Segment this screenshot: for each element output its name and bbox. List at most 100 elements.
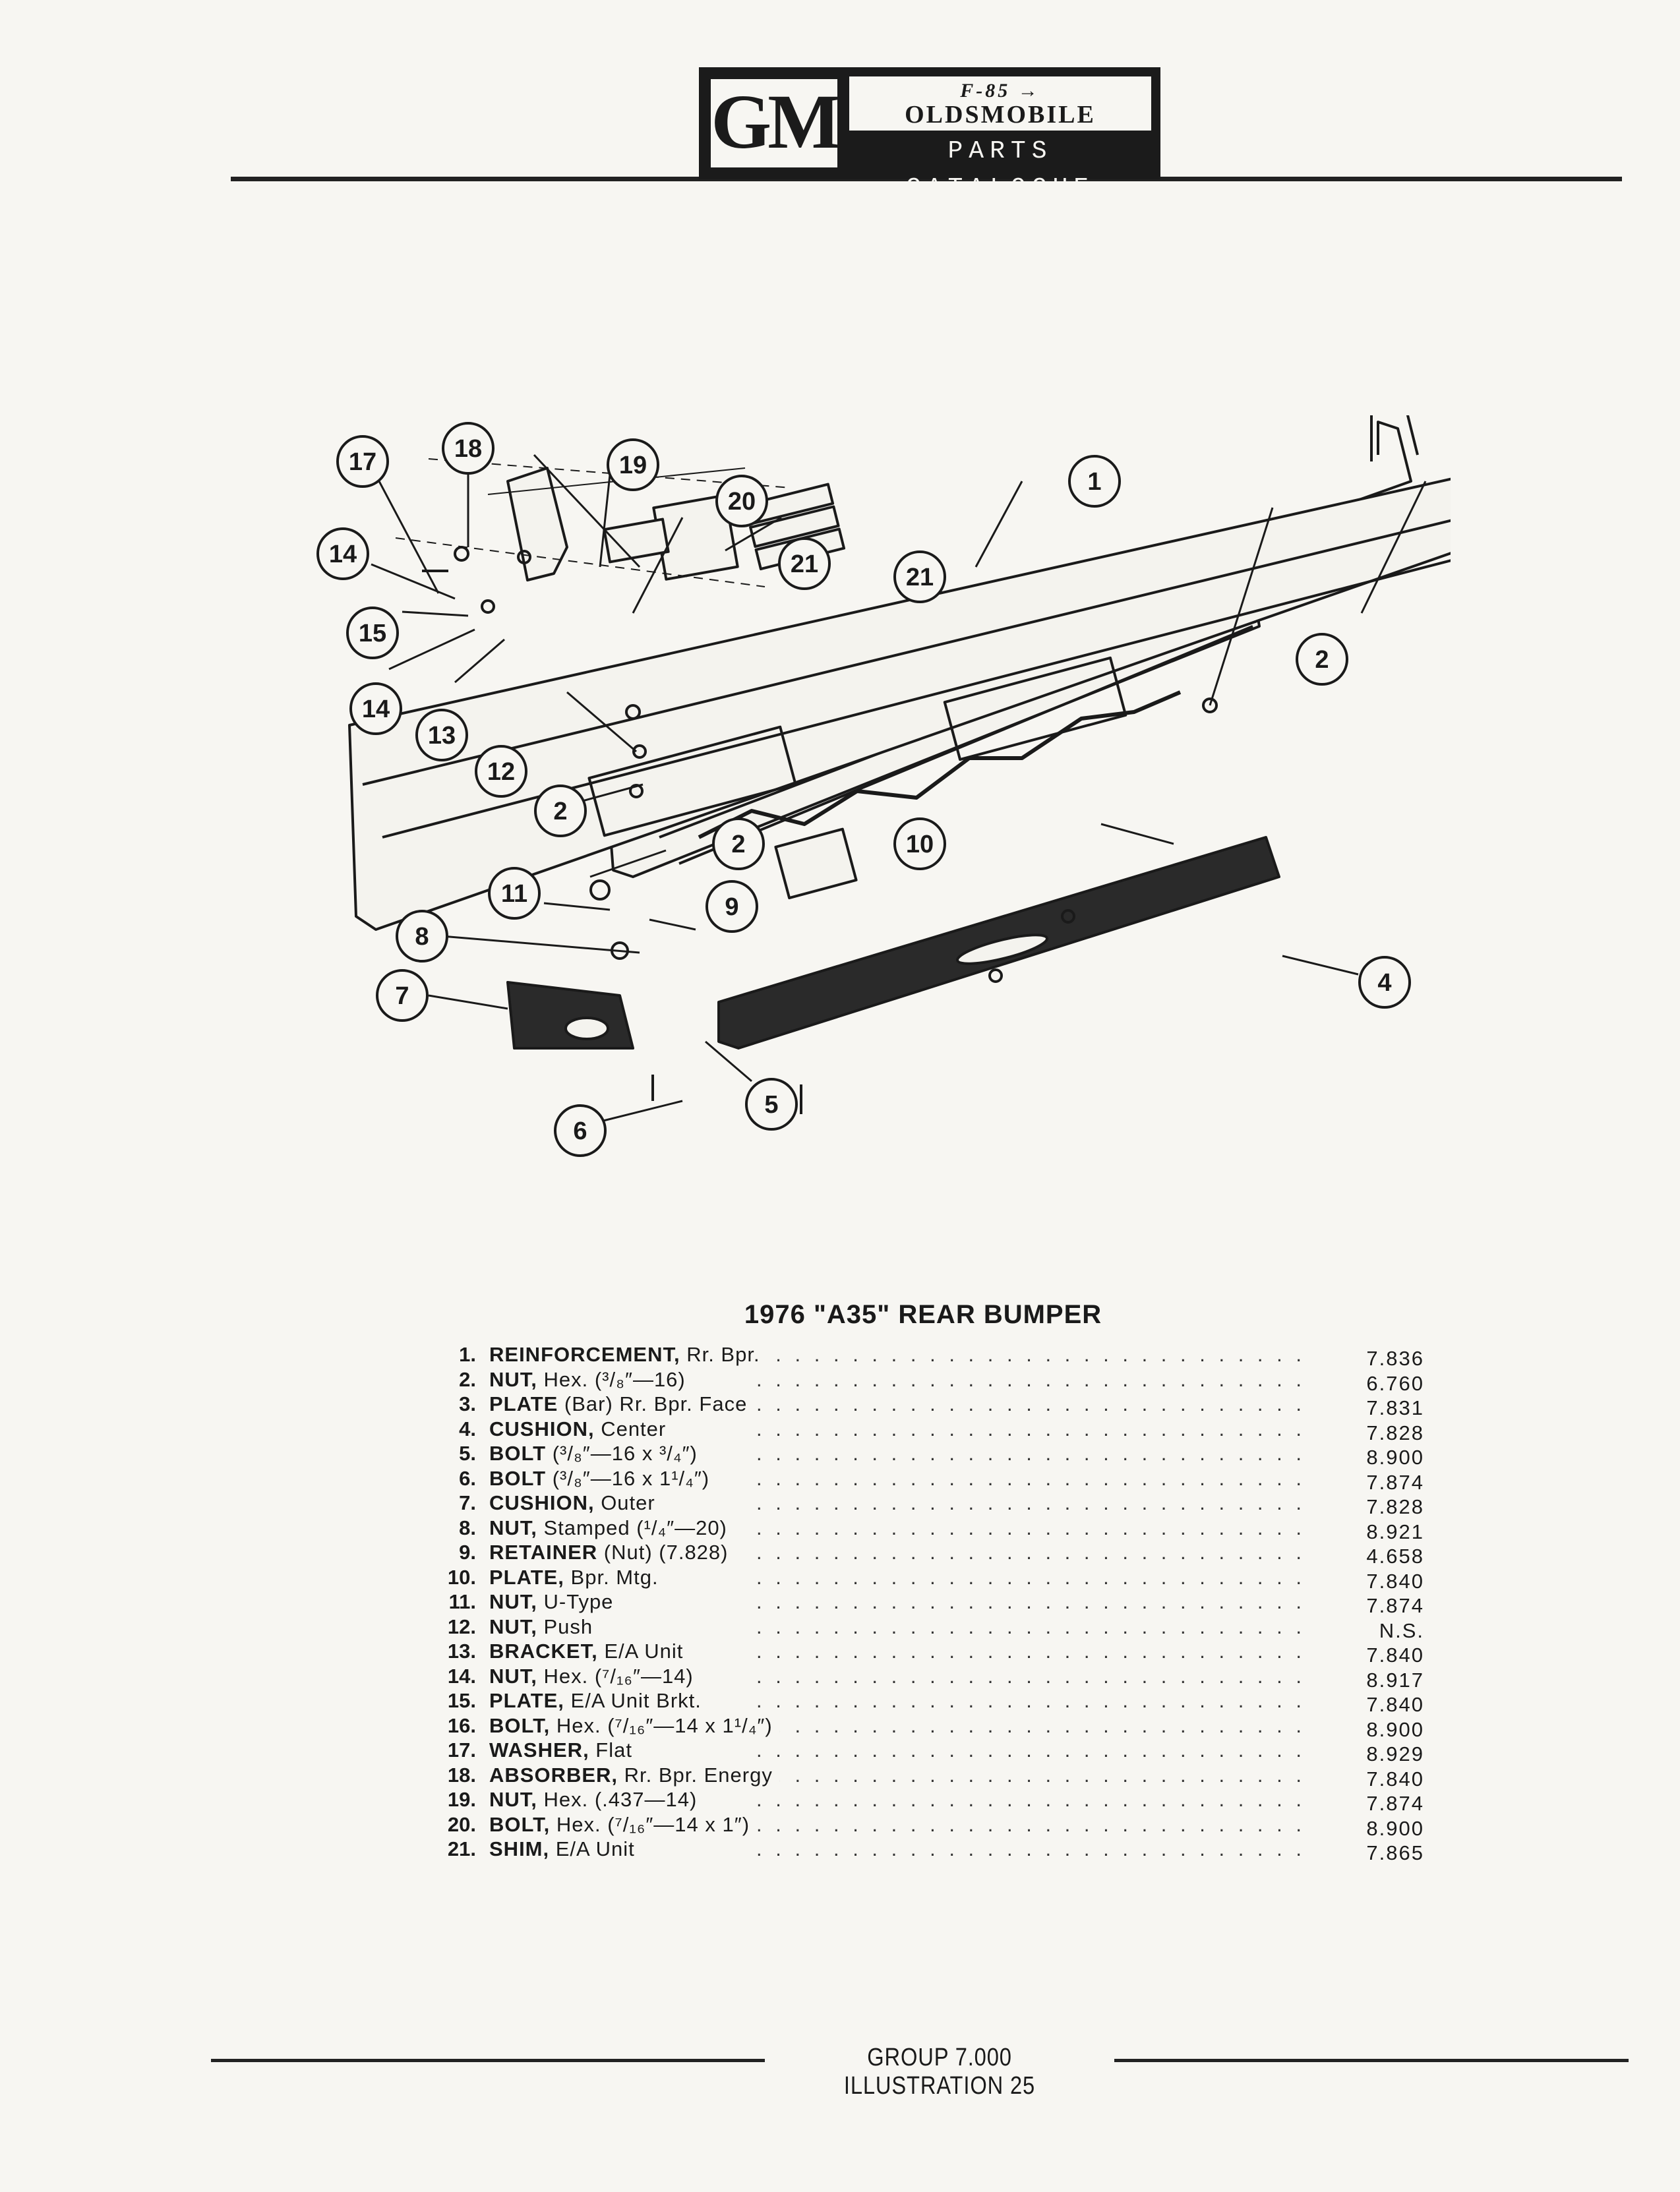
part-description: E/A Unit bbox=[597, 1640, 684, 1663]
dot-leader: . . . . . . . . . . . . . . . . . . . . … bbox=[745, 1516, 1305, 1539]
part-group-code: 7.828 bbox=[1366, 1421, 1424, 1444]
callout-16: 17 bbox=[349, 448, 376, 476]
part-group-code: 7.840 bbox=[1366, 1693, 1424, 1716]
footer-rule-left bbox=[211, 2059, 765, 2062]
part-description: E/A Unit bbox=[549, 1837, 635, 1860]
part-text: WASHER, Flat bbox=[489, 1738, 639, 1763]
dot-leader: . . . . . . . . . . . . . . . . . . . . … bbox=[745, 1689, 1305, 1712]
part-description: (³/₈″—16 x ³/₄″) bbox=[546, 1442, 698, 1465]
part-name: CUSHION, bbox=[489, 1491, 595, 1514]
part-description: Bpr. Mtg. bbox=[564, 1565, 659, 1589]
part-number: 10. bbox=[447, 1565, 476, 1589]
part-description: (Bar) Rr. Bpr. Face bbox=[558, 1392, 748, 1415]
callout-12: 12 bbox=[487, 758, 515, 786]
part-text: BOLT (³/₈″—16 x ³/₄″) bbox=[489, 1441, 704, 1466]
part-row: 2.. . . . . . . . . . . . . . . . . . . … bbox=[435, 1367, 1424, 1395]
part-description: Push bbox=[537, 1614, 593, 1638]
brand-name: OLDSMOBILE bbox=[905, 101, 1096, 129]
part-row: 7.. . . . . . . . . . . . . . . . . . . … bbox=[435, 1491, 1424, 1518]
part-description: Hex. (⁷/₁₆″—14 x 1″) bbox=[550, 1812, 750, 1836]
part-number: 5. bbox=[459, 1442, 476, 1465]
part-group-code: 4.658 bbox=[1366, 1545, 1424, 1568]
part-row: 17. . . . . . . . . . . . . . . . . . . .… bbox=[435, 1738, 1424, 1765]
part-row: 3.. . . . . . . . . . . . . . . . . . . … bbox=[435, 1392, 1424, 1419]
part-group-code: 8.900 bbox=[1366, 1816, 1424, 1840]
part-group-code: 7.840 bbox=[1366, 1644, 1424, 1667]
part-number: 11. bbox=[448, 1590, 476, 1613]
footer-rule-right bbox=[1114, 2059, 1629, 2062]
part-row: 10. . . . . . . . . . . . . . . . . . . .… bbox=[435, 1564, 1424, 1593]
part-number: 6. bbox=[459, 1466, 476, 1490]
arrow-icon: → bbox=[1017, 80, 1040, 102]
part-name: NUT, bbox=[489, 1664, 537, 1688]
part-row: 13.. . . . . . . . . . . . . . . . . . .… bbox=[435, 1639, 1424, 1667]
dot-leader: . . . . . . . . . . . . . . . . . . . . … bbox=[745, 1466, 1305, 1490]
part-row: 18.. . . . . . . . . . . . . . . . . . .… bbox=[435, 1762, 1424, 1791]
part-description: (³/₈″—16 x 1¹/₄″) bbox=[546, 1466, 710, 1490]
part-text: NUT, Stamped (¹/₄″—20) bbox=[489, 1515, 734, 1540]
part-row: 14.. . . . . . . . . . . . . . . . . . .… bbox=[435, 1663, 1424, 1692]
callout-14a: 14 bbox=[329, 541, 357, 568]
dot-leader: . . . . . . . . . . . . . . . . . . . . … bbox=[745, 1565, 1305, 1589]
part-description: Flat bbox=[589, 1738, 632, 1762]
part-text: BRACKET, E/A Unit bbox=[489, 1639, 690, 1664]
part-name: NUT, bbox=[489, 1614, 537, 1638]
part-text: NUT, Hex. (.437—14) bbox=[489, 1787, 704, 1812]
dot-leader: . . . . . . . . . . . . . . . . . . . . … bbox=[745, 1417, 1305, 1440]
part-text: NUT, Hex. (⁷/₁₆″—14) bbox=[489, 1663, 700, 1688]
part-name: PLATE bbox=[489, 1392, 558, 1415]
callout-7: 7 bbox=[395, 982, 409, 1010]
part-description: Center bbox=[594, 1417, 667, 1440]
part-text: RETAINER (Nut) (7.828) bbox=[489, 1540, 735, 1565]
callout-11: 11 bbox=[501, 880, 527, 908]
callout-15: 15 bbox=[359, 620, 386, 647]
part-description: (Nut) (7.828) bbox=[597, 1541, 729, 1564]
part-row: 1.. . . . . . . . . . . . . . . . . . . … bbox=[435, 1342, 1424, 1370]
part-group-code: 7.874 bbox=[1366, 1470, 1424, 1494]
brand-mark: F-85 → bbox=[849, 80, 1151, 102]
part-description: Outer bbox=[594, 1491, 655, 1514]
catalogue-label: PARTS CATALOGUE bbox=[905, 137, 1095, 202]
part-text: PLATE, E/A Unit Brkt. bbox=[489, 1688, 708, 1713]
dot-leader: . . . . . . . . . . . . . . . . . . . . … bbox=[745, 1392, 1305, 1415]
callout-14b: 14 bbox=[362, 696, 390, 723]
part-name: PLATE, bbox=[489, 1689, 564, 1712]
part-text: BOLT (³/₈″—16 x 1¹/₄″) bbox=[489, 1466, 717, 1491]
parts-list-title: 1976 "A35" REAR BUMPER bbox=[744, 1300, 1102, 1329]
part-name: NUT, bbox=[489, 1788, 537, 1811]
callout-21: 21 bbox=[906, 564, 934, 591]
part-number: 4. bbox=[459, 1417, 476, 1440]
gm-logo: GM bbox=[708, 76, 841, 170]
part-name: BOLT bbox=[489, 1442, 547, 1465]
dot-leader: . . . . . . . . . . . . . . . . . . . . … bbox=[745, 1738, 1305, 1762]
part-number: 17. bbox=[447, 1738, 476, 1762]
part-row: 6. . . . . . . . . . . . . . . . . . . . … bbox=[435, 1466, 1424, 1494]
callout-6: 6 bbox=[573, 1117, 587, 1145]
callout-20: 21 bbox=[791, 550, 818, 578]
part-number: 1. bbox=[459, 1343, 476, 1366]
part-group-code: N.S. bbox=[1379, 1618, 1424, 1642]
part-text: NUT, Push bbox=[489, 1614, 600, 1639]
part-description: Hex. (⁷/₁₆″—14) bbox=[537, 1664, 694, 1688]
part-row: 21.. . . . . . . . . . . . . . . . . . .… bbox=[435, 1837, 1424, 1864]
exploded-bumper-diagram: 17 18 19 20 21 21 1 3 14 15 14 13 12 2 2… bbox=[316, 415, 1451, 1157]
part-number: 18. bbox=[447, 1763, 476, 1787]
part-number: 19. bbox=[447, 1788, 476, 1811]
part-text: REINFORCEMENT, Rr. Bpr. bbox=[489, 1342, 767, 1367]
dot-leader: . . . . . . . . . . . . . . . . . . . . … bbox=[745, 1788, 1305, 1811]
part-name: RETAINER bbox=[489, 1541, 598, 1564]
part-description: Stamped (¹/₄″—20) bbox=[537, 1516, 727, 1539]
part-group-code: 7.840 bbox=[1366, 1569, 1424, 1593]
part-name: ABSORBER, bbox=[489, 1763, 618, 1787]
part-number: 13. bbox=[447, 1640, 476, 1663]
callout-19: 20 bbox=[728, 488, 756, 516]
part-number: 14. bbox=[447, 1664, 476, 1688]
part-group-code: 7.874 bbox=[1366, 1594, 1424, 1617]
part-name: SHIM, bbox=[489, 1837, 550, 1860]
part-name: WASHER, bbox=[489, 1738, 589, 1762]
part-row: 16.. . . . . . . . . . . . . . . . . . .… bbox=[435, 1713, 1424, 1741]
bumper-face-shape bbox=[348, 415, 1451, 931]
part-group-code: 7.836 bbox=[1366, 1347, 1424, 1370]
part-description: E/A Unit Brkt. bbox=[564, 1689, 702, 1712]
